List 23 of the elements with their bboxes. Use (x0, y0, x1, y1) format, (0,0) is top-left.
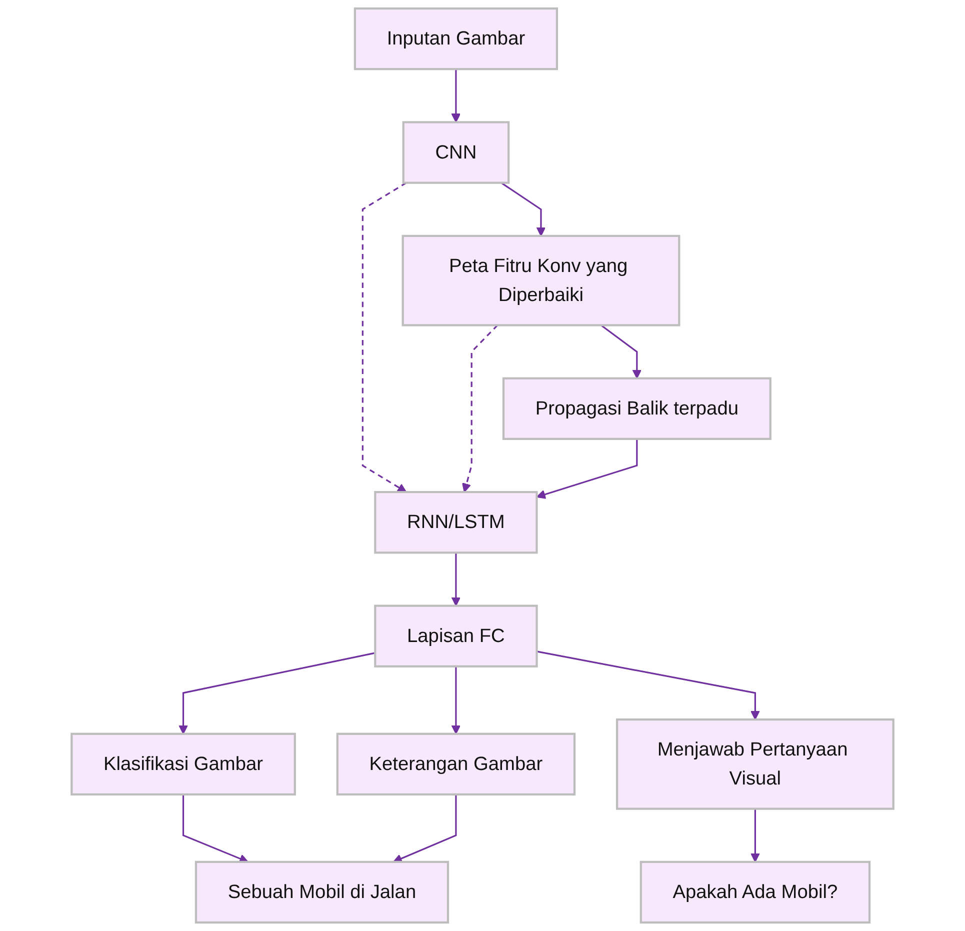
node-box: Klasifikasi Gambar (70, 732, 296, 796)
arrow (462, 324, 498, 492)
arrow (392, 794, 457, 863)
node-box: Apakah Ada Mobil? (640, 860, 871, 924)
node-box: Sebuah Mobil di Jalan (194, 860, 450, 924)
arrow (536, 650, 760, 720)
arrow (451, 666, 461, 734)
arrow (451, 552, 461, 606)
arrow (600, 324, 642, 379)
arrow (750, 808, 760, 862)
node-box: Lapisan FC (374, 604, 538, 668)
arrow (500, 182, 546, 236)
arrow (178, 652, 376, 734)
node-box: Menjawab Pertanyaan Visual (616, 718, 894, 810)
node-box: RNN/LSTM (374, 491, 538, 554)
node-box: CNN (402, 121, 510, 184)
node-box: Propagasi Balik terpadu (502, 377, 772, 440)
arrow (362, 182, 407, 492)
arrow (536, 438, 638, 499)
node-box: Inputan Gambar (354, 7, 558, 70)
arrow (451, 69, 461, 123)
node-box: Keterangan Gambar (336, 732, 576, 796)
node-box: Peta Fitru Konv yang Diperbaiki (402, 234, 680, 326)
